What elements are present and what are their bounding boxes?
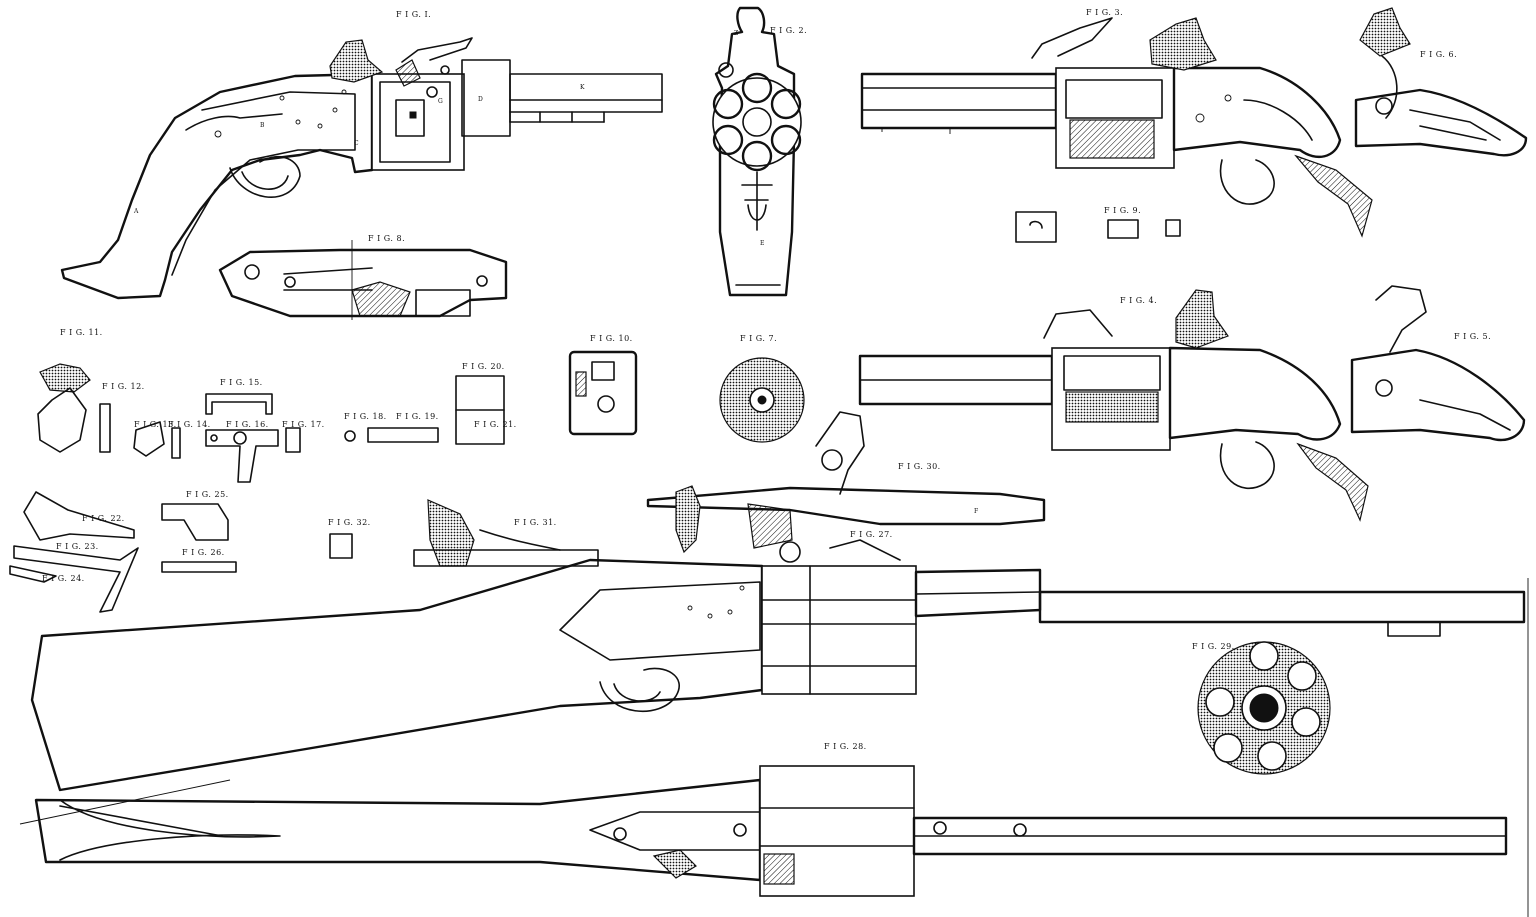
fig5-label: F I G. 5. (1454, 332, 1492, 341)
part-letter-c: C (354, 140, 359, 147)
fig6-lock-plate-drawing (1354, 7, 1528, 157)
fig1-label: F I G. I. (396, 10, 432, 19)
fig8-label: F I G. 8. (368, 234, 406, 243)
fig7-label: F I G. 7. (740, 334, 778, 343)
fig15-label: F I G. 15. (220, 378, 263, 387)
fig18-label: F I G. 18. (344, 412, 387, 421)
fig30-label: F I G. 30. (898, 462, 941, 471)
part-letter-z: Z (734, 30, 739, 37)
fig28-label: F I G. 28. (824, 742, 867, 751)
fig12-label: F I G. 12. (102, 382, 145, 391)
part-letter-e: E (760, 240, 765, 247)
fig11-label: F I G. 11. (60, 328, 103, 337)
fig28-top-view-drawing (19, 765, 1508, 897)
small-parts-drawing (37, 363, 505, 483)
fig26-label: F I G. 26. (182, 548, 225, 557)
fig22-label: F I G. 22. (82, 514, 125, 523)
fig4-action-drawing (858, 289, 1369, 522)
fig1-pistol-drawing (60, 37, 663, 300)
part-letter-a: A (134, 208, 139, 215)
fig13-label: F I G. 13. (134, 420, 177, 429)
lower-small-parts-drawing (9, 491, 599, 613)
fig7-ratchet-drawing (719, 357, 805, 443)
fig2-label: F I G. 2. (770, 26, 808, 35)
fig30-drawing (646, 411, 1046, 526)
fig8-bottom-view-drawing (218, 240, 508, 320)
fig3-action-drawing (860, 17, 1373, 238)
fig27-label: F I G. 27. (850, 530, 893, 539)
fig9-label: F I G. 9. (1104, 206, 1142, 215)
fig9-parts-drawing (1015, 211, 1181, 243)
part-letter-f: F (974, 508, 979, 515)
fig25-label: F I G. 25. (186, 490, 229, 499)
fig23-label: F I G. 23. (56, 542, 99, 551)
fig3-label: F I G. 3. (1086, 8, 1124, 17)
fig16-label: F I G. 16. (226, 420, 269, 429)
fig31-label: F I G. 31. (514, 518, 557, 527)
fig19-label: F I G. 19. (396, 412, 439, 421)
fig20-label: F I G. 20. (462, 362, 505, 371)
fig6-label: F I G. 6. (1420, 50, 1458, 59)
part-letter-b: B (260, 122, 265, 129)
fig5-lock-plate-drawing (1350, 285, 1526, 442)
fig4-label: F I G. 4. (1120, 296, 1158, 305)
fig21-label: F I G. 21. (474, 420, 517, 429)
part-letter-g: G (438, 98, 443, 105)
fig14-label: F I G. 14. (168, 420, 211, 429)
part-letter-d: D (478, 96, 483, 103)
fig27-carbine-drawing (30, 485, 1526, 792)
fig10-label: F I G. 10. (590, 334, 633, 343)
fig32-label: F I G. 32. (328, 518, 371, 527)
fig10-plate-drawing (568, 350, 638, 436)
fig17-label: F I G. 17. (282, 420, 325, 429)
fig29-cylinder-drawing (1197, 641, 1331, 775)
fig29-label: F I G. 29. (1192, 642, 1235, 651)
fig24-label: F I G. 24. (42, 574, 85, 583)
fig2-front-view-drawing (712, 6, 802, 297)
part-letter-k: K (580, 84, 585, 91)
